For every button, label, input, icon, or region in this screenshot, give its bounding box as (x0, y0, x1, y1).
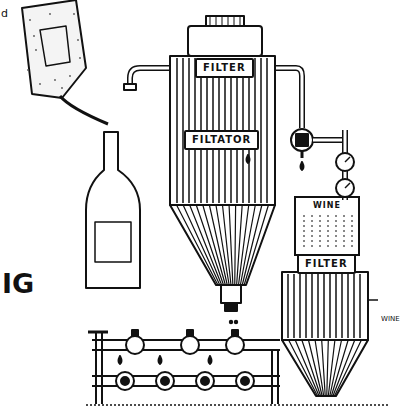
node-text: WINE (311, 201, 343, 211)
node-text: FILTATOR (192, 134, 251, 146)
wine-label: WINE (381, 316, 400, 323)
node-text: FILTER (203, 62, 246, 74)
filter-label: FILTER (195, 58, 254, 78)
cut-text: d (1, 8, 8, 19)
wine-container: WINE (294, 196, 360, 256)
filtator-label: FILTATOR (184, 130, 259, 150)
node-text: FILTER (305, 258, 348, 270)
filter-label: FILTER (297, 254, 356, 274)
cut-heading: IG (2, 270, 34, 297)
